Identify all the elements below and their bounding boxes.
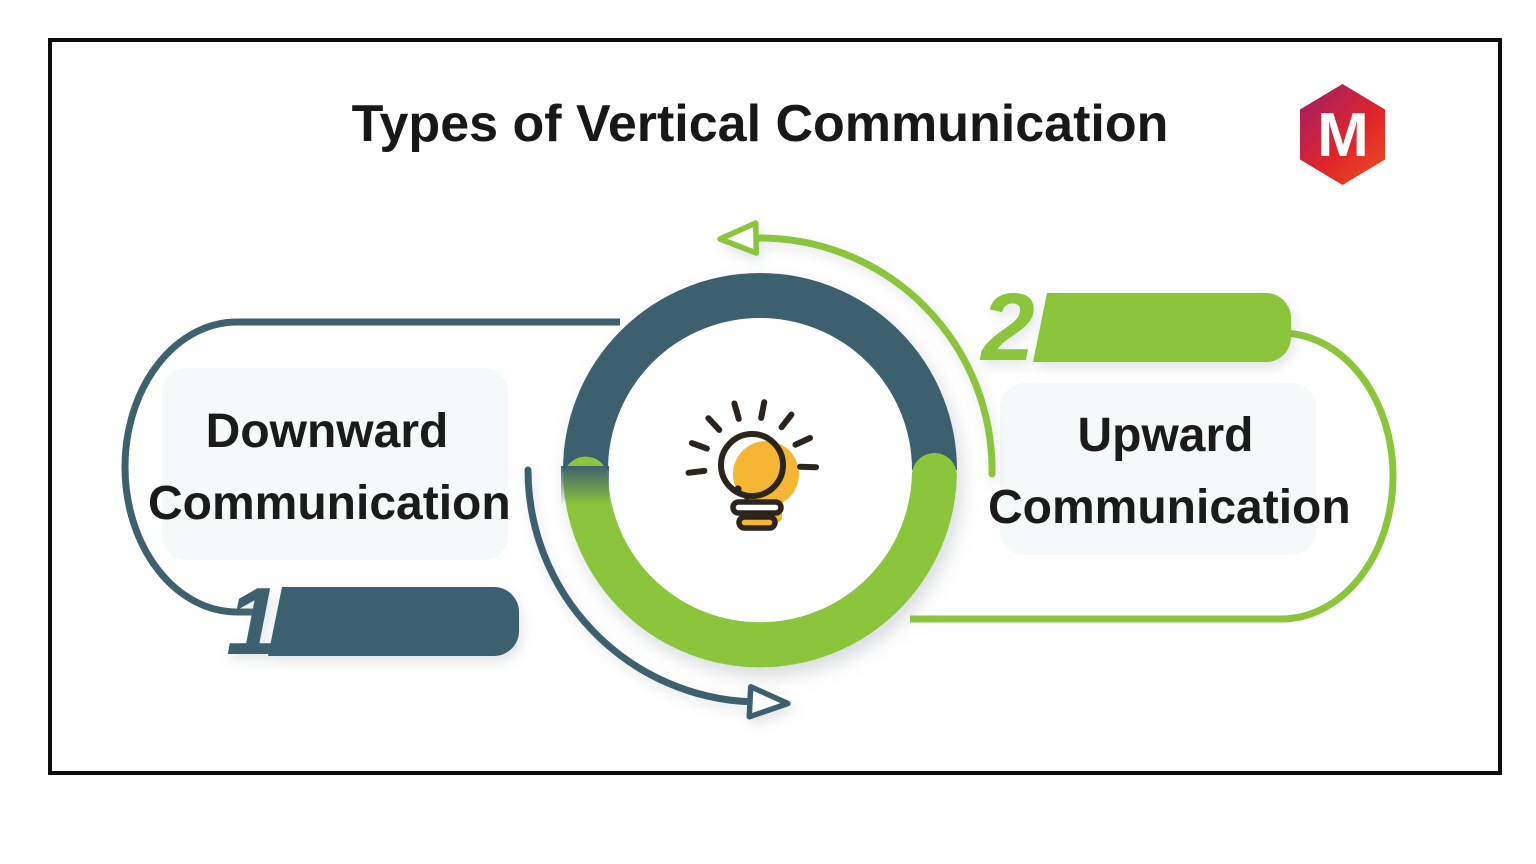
ring-top-arc <box>563 273 957 471</box>
downward-arrow <box>524 466 791 720</box>
logo-hexagon-icon <box>1300 84 1385 185</box>
upward-arrow <box>717 220 996 478</box>
step-2-number: 2 <box>979 274 1034 381</box>
upward-label-line1: Upward <box>1077 409 1254 462</box>
logo-letter: M <box>1317 101 1369 170</box>
downward-label-line2: Communication <box>148 477 511 530</box>
left-label-panel <box>162 368 508 560</box>
upward-arrow-shaft <box>752 234 996 478</box>
step-1-bar <box>268 587 519 656</box>
step-1-marker: 1 <box>226 568 519 675</box>
upward-label-line2: Communication <box>988 481 1351 534</box>
ring-seam-fade <box>561 466 609 504</box>
left-capsule-outline <box>121 318 620 616</box>
ring-bottom-arc <box>563 453 957 668</box>
upward-arrowhead-icon <box>717 220 760 256</box>
page-title: Types of Vertical Communication <box>351 95 1169 153</box>
right-capsule-outline <box>910 329 1397 623</box>
right-label-panel <box>1000 383 1316 555</box>
step-1-number: 1 <box>226 568 279 675</box>
upward-communication-label: Upward Communication <box>988 400 1351 544</box>
brand-logo: M <box>1300 84 1385 185</box>
downward-communication-label: Downward Communication <box>148 396 511 540</box>
downward-label-line1: Downward <box>205 405 449 458</box>
lightbulb-icon <box>685 399 819 531</box>
downward-arrow-shaft <box>524 466 754 706</box>
outer-frame <box>48 38 1502 775</box>
lightbulb-rays <box>685 399 819 476</box>
step-2-bar <box>1033 293 1291 362</box>
step-2-marker: 2 <box>979 274 1291 381</box>
downward-arrowhead-icon <box>746 684 791 720</box>
